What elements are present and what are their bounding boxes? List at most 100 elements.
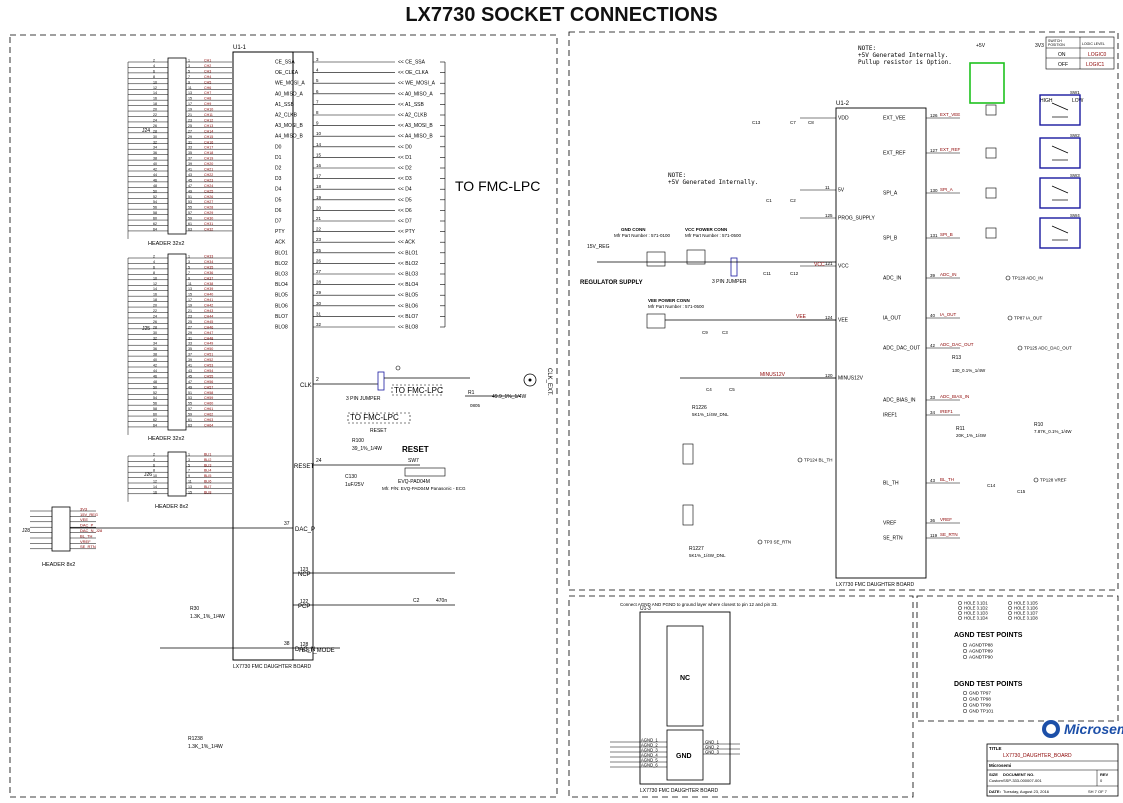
header-ch-label: CH45 <box>204 320 213 324</box>
u1-pin-name: A2_CLKB <box>275 113 298 119</box>
svg-text:+5V Generated Internally.: +5V Generated Internally. <box>668 179 758 186</box>
header-pin-left: 40 <box>153 162 157 166</box>
svg-text:PCP: PCP <box>298 604 310 610</box>
agnd-pin: AGND_6 <box>641 763 658 768</box>
dac-section: DAC_P 37 R30 1.3K_1%_1/4W R1238 1.3K_1%_… <box>70 521 455 750</box>
u1-1-footer: LX7730 FMC DAUGHTER BOARD <box>233 664 311 670</box>
header-pin-left: 44 <box>153 173 157 177</box>
header-ch-label: CH26 <box>204 195 213 199</box>
u12-left-pin-number: 125 <box>825 213 833 218</box>
svg-text:49.9_1%_1/4W: 49.9_1%_1/4W <box>492 394 526 400</box>
svg-text:Mfr Part Number : 571-0500: Mfr Part Number : 571-0500 <box>685 233 742 238</box>
header-ch-label: CH49 <box>204 342 213 346</box>
svg-text:LOGIC0: LOGIC0 <box>1088 52 1107 58</box>
test-point-circle <box>1007 315 1013 321</box>
header-pin-left: 64 <box>153 227 157 231</box>
u12-pin-number: 40 <box>930 313 936 318</box>
u12-pin-name: EXT_VEE <box>883 116 906 122</box>
header-pin-left: 8 <box>153 469 155 473</box>
u1-pin-number: 16 <box>316 163 322 168</box>
header-pin-right: 31 <box>188 140 192 144</box>
header-pin-left: 24 <box>153 118 157 122</box>
header-pin-right: 35 <box>188 347 192 351</box>
header-pin-left: 30 <box>153 331 157 335</box>
header-pin-right: 5 <box>188 463 190 467</box>
test-point-circle <box>1017 345 1023 351</box>
svg-text:VCC: VCC <box>814 262 825 268</box>
header-pin-right: 5 <box>188 69 190 73</box>
header-pin-right: 19 <box>188 304 192 308</box>
u12-pin-number: 126 <box>930 113 938 118</box>
svg-text:U1-2: U1-2 <box>836 101 850 107</box>
header-pin-right: 7 <box>188 469 190 473</box>
header-ch-label: CH34 <box>204 260 213 264</box>
header-pin-left: 60 <box>153 413 157 417</box>
u1-pin-name: BLO4 <box>275 282 288 288</box>
header-pin-right: 29 <box>188 135 192 139</box>
svg-text:C2: C2 <box>790 198 796 203</box>
header-pin-left: 28 <box>153 325 157 329</box>
u1-pin-name: BLO7 <box>275 314 288 320</box>
u1-pin-number: 28 <box>316 280 322 285</box>
svg-text:GND CONN: GND CONN <box>621 227 646 232</box>
header-pin-left: 58 <box>153 211 157 215</box>
header-pin-left: 58 <box>153 407 157 411</box>
u12-net-label: IA_OUT <box>940 312 957 317</box>
u1-pin-number: 23 <box>316 237 322 242</box>
header-pin-right: 53 <box>188 200 192 204</box>
svg-text:LOGIC1: LOGIC1 <box>1086 62 1105 68</box>
svg-text:CLK: CLK <box>300 383 312 389</box>
header-pin-right: 37 <box>188 157 192 161</box>
header-pin-left: 32 <box>153 140 157 144</box>
svg-text:C2: C2 <box>413 598 420 604</box>
header-pin-right: 51 <box>188 391 192 395</box>
u12-net-label: EXT_VEE <box>940 112 960 117</box>
u1-pin-name: A4_MISO_B <box>275 134 303 140</box>
svg-text:C5: C5 <box>729 387 735 392</box>
header-pin-right: 3 <box>188 260 190 264</box>
header-pin-left: 4 <box>153 260 155 264</box>
right-resistors: R13 130_0.1%_1/4W R10 7.87K_0.1%_1/4W R1… <box>682 355 1072 558</box>
header-pin-left: 14 <box>153 287 157 291</box>
u1-1-ref: U1-1 <box>233 45 247 51</box>
j28-net-label: VREF <box>80 539 91 544</box>
header-ch-label: CH24 <box>204 184 213 188</box>
svg-text:C130: C130 <box>345 474 357 480</box>
svg-text:20K_1%_1/4W: 20K_1%_1/4W <box>956 433 987 438</box>
mounting-hole-label: HOLE 3.1D2 <box>964 606 988 611</box>
header-pin-left: 12 <box>153 480 157 484</box>
svg-text:C15: C15 <box>1017 489 1026 494</box>
u1-net-label: << A4_MISO_B <box>398 134 433 140</box>
header-pin-left: 48 <box>153 380 157 384</box>
header-pin-right: 47 <box>188 184 192 188</box>
microsemi-logo: Microsemi <box>1042 720 1123 738</box>
header-pin-left: 64 <box>153 423 157 427</box>
svg-text:R100: R100 <box>352 438 364 444</box>
header-pin-right: 47 <box>188 380 192 384</box>
pullup-highlight-box <box>969 62 1005 104</box>
header-pin-right: 9 <box>188 80 190 84</box>
svg-text:2: 2 <box>316 377 319 383</box>
svg-text:C13: C13 <box>752 120 761 125</box>
test-point-label: TP87 IA_OUT <box>1014 316 1043 321</box>
test-point-label: TP3 SE_RTN <box>764 540 791 545</box>
header-pin-right: 39 <box>188 358 192 362</box>
u1-pin-number: 18 <box>316 184 322 189</box>
svg-text:0: 0 <box>1100 778 1103 783</box>
u1-net-label: << BLO7 <box>398 314 418 320</box>
header-ch-label: CH27 <box>204 200 213 204</box>
u12-pin-number: 130 <box>930 188 938 193</box>
svg-text:Microsemi: Microsemi <box>1064 721 1123 737</box>
u12-net-label: EXT_REF <box>940 147 961 152</box>
header-pin-left: 16 <box>153 490 157 494</box>
svg-text:VCC POWER CONN: VCC POWER CONN <box>685 227 727 232</box>
svg-text:R1226: R1226 <box>692 405 707 411</box>
u12-pin-number: 33 <box>930 395 936 400</box>
u1-pin-name: A0_MISO_A <box>275 91 303 97</box>
svg-text:1.3K_1%_1/4W: 1.3K_1%_1/4W <box>188 744 223 750</box>
svg-text:DAC_P: DAC_P <box>295 527 315 533</box>
header-pin-left: 34 <box>153 342 157 346</box>
u1-pin-number: 3 <box>316 57 319 62</box>
u1-net-label: << D2 <box>398 166 412 172</box>
title-block: TITLE LX7730_DAUGHTER_BOARD Microsemi SI… <box>986 743 1119 797</box>
